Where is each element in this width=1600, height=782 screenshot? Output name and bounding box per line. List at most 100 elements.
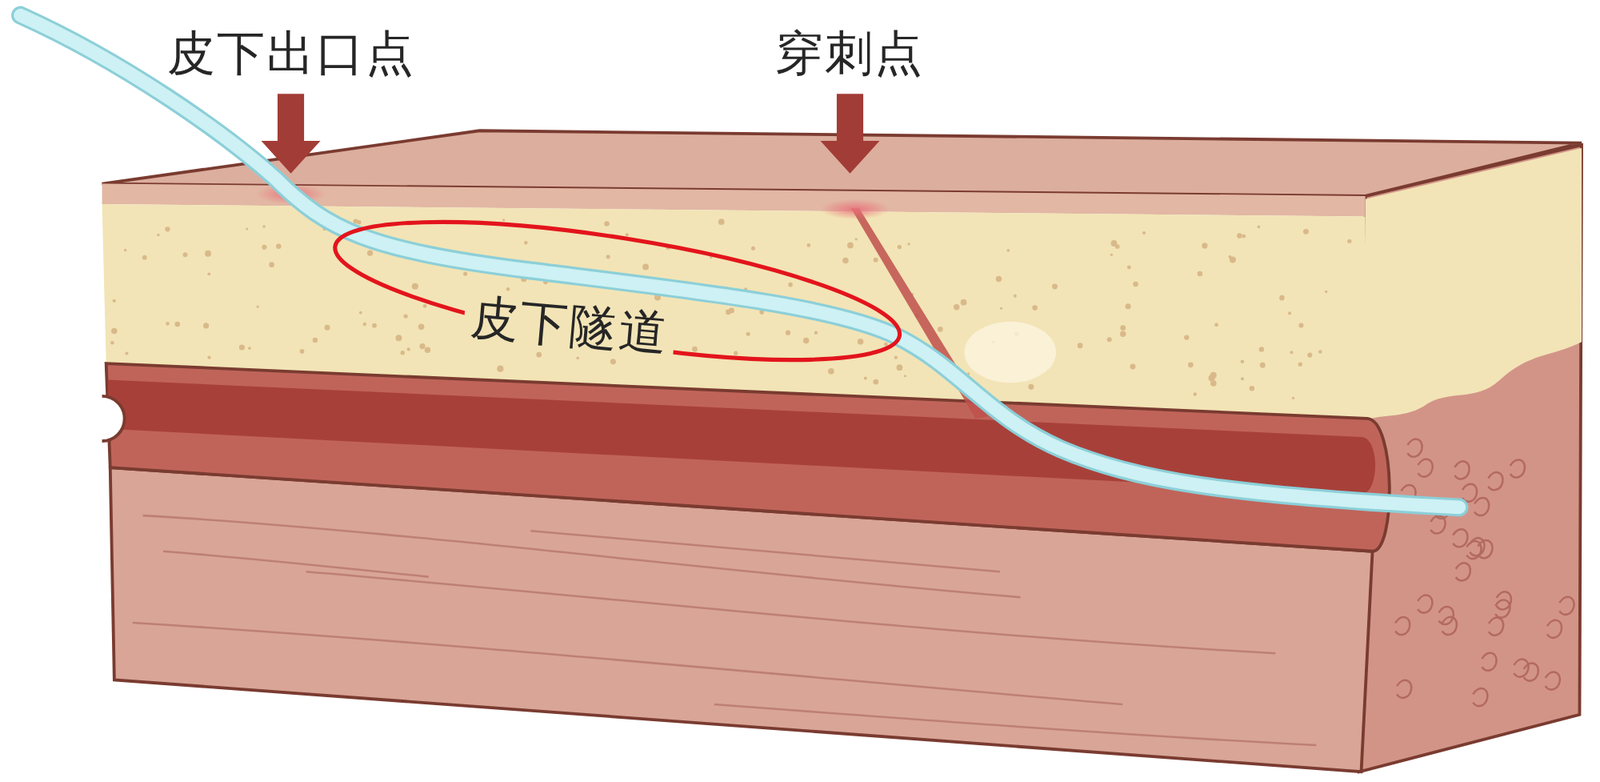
fat-dot — [746, 332, 751, 336]
fat-dot — [203, 322, 209, 328]
fat-dot — [1028, 384, 1034, 390]
fat-dot — [1077, 342, 1084, 348]
fat-dot — [814, 331, 818, 335]
fat-dot — [124, 248, 127, 252]
fat-dot — [718, 218, 725, 225]
fat-dot — [142, 255, 148, 260]
fascia-band — [106, 363, 1390, 552]
fat-dot — [536, 352, 542, 358]
catheter-outline — [20, 15, 1460, 508]
cell — [1474, 497, 1489, 516]
fat-dot — [312, 337, 318, 343]
fat-dot — [884, 342, 888, 347]
fat-dot — [1202, 244, 1207, 249]
fat-dot — [359, 311, 363, 315]
fat-dot — [300, 348, 305, 354]
fat-dot — [112, 299, 116, 303]
fat-dot — [1197, 271, 1204, 277]
catheter — [20, 15, 1460, 508]
fat-dot — [857, 338, 864, 345]
fat-dot — [207, 355, 211, 359]
cell — [1396, 680, 1412, 698]
callout-label: 皮下出口点 — [167, 25, 416, 81]
fat-dot — [864, 376, 868, 380]
fat-dot — [1257, 225, 1261, 229]
fat-dot — [418, 324, 425, 331]
fat-dot — [1120, 324, 1126, 331]
fat-dot — [725, 308, 732, 315]
fat-dot — [164, 226, 170, 232]
fat-dot — [606, 254, 611, 259]
cell — [1469, 537, 1484, 556]
fat-dot — [1307, 352, 1312, 358]
fat-dot — [1129, 364, 1136, 370]
fat-dot — [847, 242, 854, 249]
fat-dot — [245, 227, 248, 230]
fat-dot — [1052, 284, 1058, 290]
pointer-arrows — [261, 93, 880, 173]
fat-dot — [1236, 232, 1243, 239]
fat-dot — [842, 257, 849, 264]
cell — [1495, 599, 1510, 617]
fat-dot — [1142, 231, 1146, 235]
fat-dot — [111, 328, 117, 334]
fat-dot — [372, 323, 377, 328]
fat-dot — [110, 340, 115, 345]
cell-texture — [1395, 439, 1574, 706]
fat-dot — [1298, 362, 1303, 367]
fat-dot — [400, 350, 405, 355]
fat-dot — [407, 347, 411, 351]
fat-dot — [1228, 255, 1232, 259]
fat-dot — [1288, 311, 1292, 315]
fat-dot — [353, 218, 359, 224]
cell — [1417, 595, 1432, 613]
callout-label: 穿刺点 — [775, 25, 924, 81]
fat-dot — [897, 244, 902, 249]
fat-dot — [907, 242, 910, 245]
fat-dot — [207, 272, 211, 276]
fat-dot — [1241, 234, 1246, 239]
fat-dot — [904, 374, 907, 377]
cell — [1472, 688, 1488, 706]
fat-dot — [1303, 228, 1309, 235]
fat-dot — [463, 271, 468, 276]
right-face — [1359, 144, 1582, 772]
fat-dot — [1214, 322, 1219, 327]
fat-dot — [524, 240, 528, 245]
fat-dot — [261, 244, 267, 250]
fat-dot — [873, 257, 879, 263]
fat-dot — [1298, 322, 1304, 328]
fat-dot — [363, 322, 368, 327]
fat-dot — [785, 330, 791, 336]
fat-dot — [423, 304, 428, 308]
fat-dot — [872, 379, 879, 385]
fat-dot — [604, 220, 610, 227]
fat-dot — [1120, 331, 1126, 337]
fat-dot — [828, 368, 835, 375]
cell — [1559, 596, 1574, 615]
muscle-fibers — [132, 515, 1317, 745]
fat-dot — [1125, 303, 1132, 309]
cell — [1395, 616, 1410, 635]
cell — [1407, 439, 1422, 457]
fat-dot — [642, 264, 649, 271]
fat-dot — [183, 252, 188, 257]
fat-dot — [894, 356, 898, 360]
fat-dot — [1249, 385, 1256, 392]
fat-dot — [1240, 376, 1244, 380]
cell — [1524, 663, 1539, 681]
fat-dot — [1132, 281, 1139, 288]
fat-dot — [855, 237, 858, 240]
fat-dot — [496, 365, 504, 372]
fat-dot — [1324, 290, 1328, 293]
fat-dot — [1240, 359, 1244, 363]
cell — [1456, 562, 1471, 580]
fat-dot — [937, 326, 944, 332]
cell — [1454, 460, 1469, 479]
cell — [1442, 616, 1457, 635]
fat-dot — [204, 250, 212, 257]
fat-dot — [1013, 294, 1017, 298]
fat-dot — [506, 287, 511, 292]
fat-dot — [1107, 336, 1112, 342]
